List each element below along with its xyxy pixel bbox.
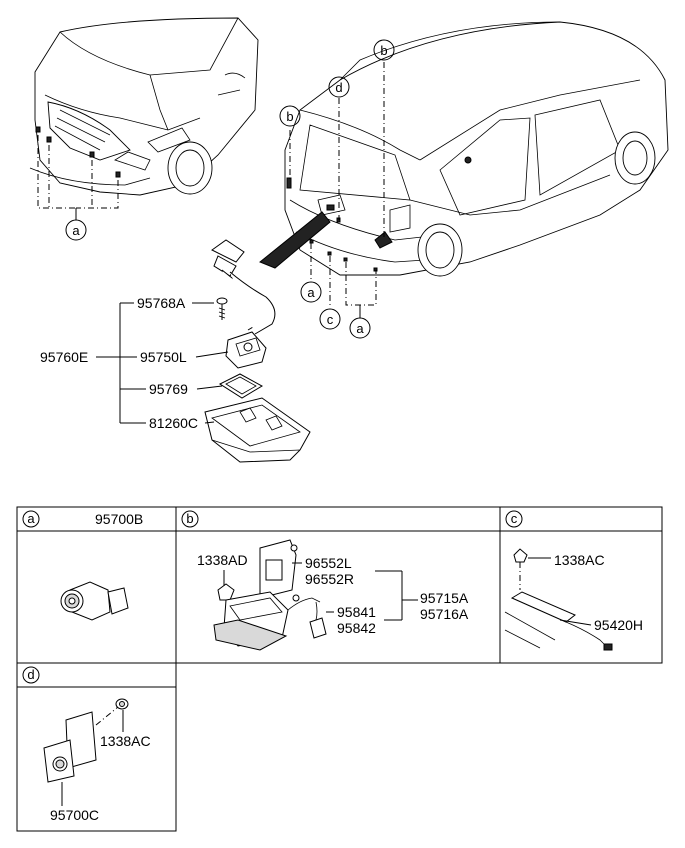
- table-cell-d-header: d: [22, 666, 40, 684]
- radar-module-illustration: [213, 539, 327, 651]
- svg-text:c: c: [327, 312, 334, 327]
- parking-sensor-illustration: [60, 581, 129, 621]
- svg-text:b: b: [186, 511, 193, 526]
- table-cell-c-header: c: [505, 510, 523, 528]
- svg-text:a: a: [72, 223, 80, 238]
- rain-sensor-illustration: [43, 698, 129, 783]
- label-95842: 95842: [337, 620, 376, 636]
- label-95715A: 95715A: [420, 590, 469, 606]
- svg-text:b: b: [380, 43, 387, 58]
- label-1338AC-d: 1338AC: [100, 733, 151, 749]
- table-cell-a-header: a 95700B: [22, 510, 143, 528]
- callout-d: d: [328, 76, 350, 98]
- rear-car-illustration: [284, 21, 669, 277]
- parts-table: [16, 506, 663, 832]
- svg-text:b: b: [286, 109, 293, 124]
- label-95716A: 95716A: [420, 606, 469, 622]
- cell-b-labels: 1338AD 96552L 96552R 95841 95842 95715A …: [197, 552, 469, 636]
- camera-assembly-illustration: [204, 239, 311, 463]
- label-95700C: 95700C: [50, 807, 99, 823]
- svg-text:c: c: [511, 511, 518, 526]
- callout-c: c: [319, 308, 341, 330]
- svg-text:d: d: [335, 80, 342, 95]
- label-96552L: 96552L: [305, 555, 352, 571]
- callout-a-front: a: [65, 219, 87, 241]
- label-1338AD: 1338AD: [197, 552, 248, 568]
- svg-text:a: a: [307, 285, 315, 300]
- label-95769: 95769: [149, 381, 188, 397]
- label-95420H: 95420H: [594, 617, 643, 633]
- label-96552R: 96552R: [305, 571, 354, 587]
- callout-a-rear-right: a: [349, 317, 371, 339]
- svg-text:a: a: [27, 511, 35, 526]
- label-95750L: 95750L: [140, 349, 187, 365]
- front-sensor-leaders: [37, 135, 119, 220]
- callout-b-right: b: [373, 39, 395, 61]
- antenna-illustration: [504, 548, 613, 651]
- label-95760E: 95760E: [40, 349, 88, 365]
- callout-b-left: b: [279, 105, 301, 127]
- label-95768A: 95768A: [137, 295, 186, 311]
- cell-d-labels: 1338AC 95700C: [50, 710, 151, 823]
- front-car-illustration: [29, 17, 259, 196]
- rear-leaders: [259, 62, 385, 318]
- camera-part-labels: 95768A 95760E 95750L 95769 81260C: [40, 295, 229, 431]
- label-95700B: 95700B: [95, 511, 143, 527]
- svg-text:a: a: [356, 321, 364, 336]
- table-cell-b-header: b: [181, 510, 199, 528]
- label-81260C: 81260C: [149, 415, 198, 431]
- callout-a-rear-left: a: [300, 281, 322, 303]
- label-95841: 95841: [337, 604, 376, 620]
- svg-text:d: d: [27, 667, 34, 682]
- label-1338AC-c: 1338AC: [554, 552, 605, 568]
- cell-c-labels: 1338AC 95420H: [528, 552, 643, 633]
